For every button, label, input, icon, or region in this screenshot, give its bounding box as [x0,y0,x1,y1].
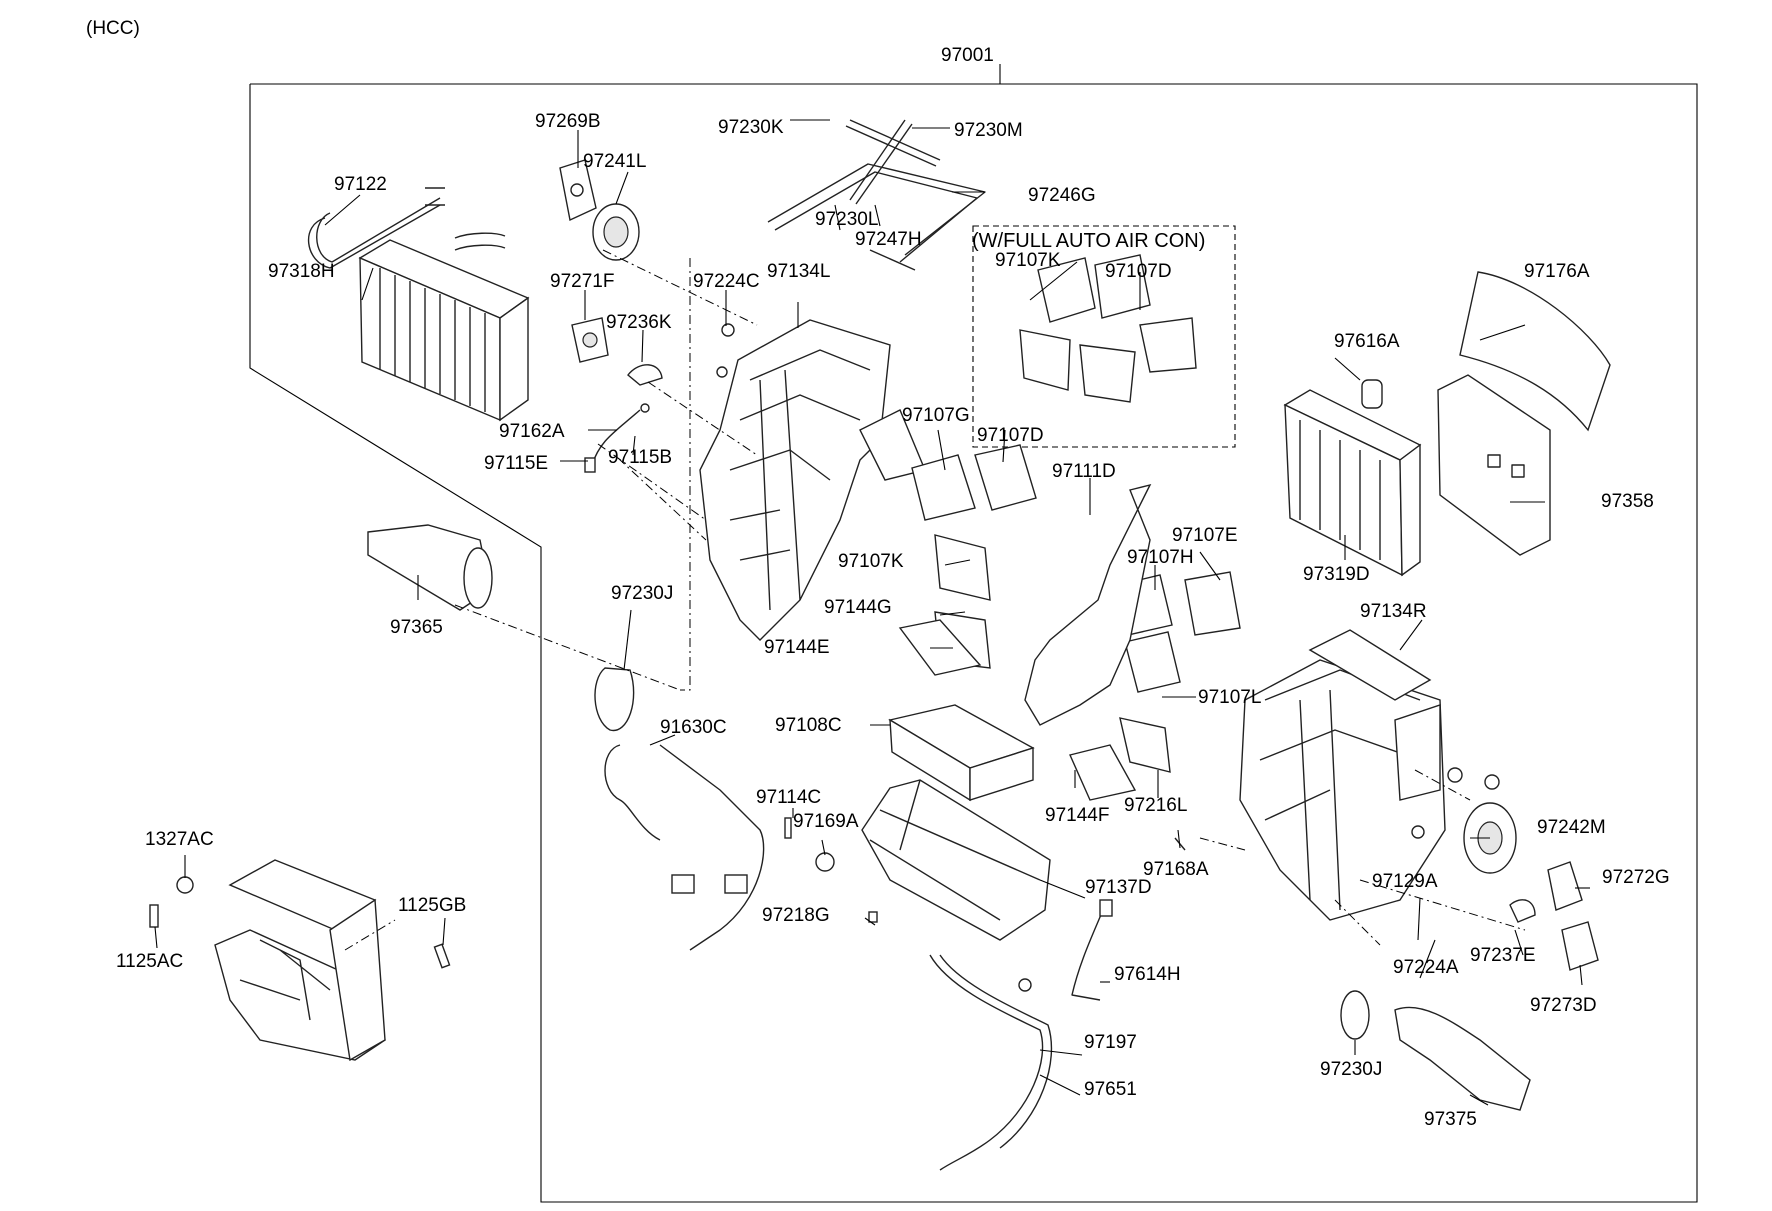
model-code-label: (HCC) [86,18,140,39]
drain-hose [929,954,1053,1171]
part-number-label: 97247H [855,229,922,250]
part-number-label: 97365 [390,617,443,638]
part-number-label: 97269B [535,111,601,132]
expansion-gasket [1361,379,1383,409]
part-number-label: 97242M [1537,817,1606,838]
part-number-label: 97614H [1114,964,1181,985]
heater-core [358,232,530,422]
part-number-label: 97241L [583,151,647,172]
part-number-label: 97236K [606,312,672,333]
part-number-label: 97272G [1602,867,1670,888]
part-number-label: 97176A [1524,261,1590,282]
part-number-label: 97107D [1105,261,1172,282]
part-number-label: 97375 [1424,1109,1477,1130]
actuator-lever [627,364,663,386]
part-number-label: 97111D [1052,461,1116,482]
part-number-label: 97107G [902,405,970,426]
part-number-label: 97271F [550,271,615,292]
part-number-label: 97230J [611,583,674,604]
part-number-label: 97230M [954,120,1023,141]
option-note-label: (W/FULL AUTO AIR CON) [972,230,1206,252]
part-number-label: 97134R [1360,601,1427,622]
part-number-label: 97246G [1028,185,1096,206]
part-number-label: 97318H [268,261,335,282]
part-number-label: 91630C [660,717,727,738]
actuator [559,159,597,222]
case-partition [1024,483,1152,726]
part-number-label: 97358 [1601,491,1654,512]
part-number-label: 97001 [941,45,994,66]
part-number-label: 1125GB [398,895,467,916]
part-number-label: 97107L [1198,687,1262,708]
side-panel [1437,374,1551,556]
part-number-label: 97115E [484,453,549,474]
actuator-2 [571,317,609,363]
part-number-label: 97273D [1530,995,1597,1016]
part-number-label: 97224C [693,271,760,292]
part-number-label: 97134L [767,261,831,282]
part-number-label: 97144F [1045,805,1110,826]
part-number-label: 97144E [764,637,830,658]
part-number-label: 97144G [824,597,892,618]
motor-gear [592,203,640,261]
part-number-label: 97651 [1084,1079,1137,1100]
part-number-label: 1327AC [145,829,214,850]
part-number-label: 97169A [793,811,859,832]
callout-leaders [154,119,1590,1106]
wiring-harness [604,744,765,951]
connection-lines [344,249,1526,951]
part-number-label: 97218G [762,905,830,926]
assembly-frame [249,64,1698,1203]
right-case [1239,629,1446,921]
part-number-label: 97115B [608,447,673,468]
part-number-label: 97107K [838,551,904,572]
left-case [699,319,926,641]
lower-case [861,779,1051,941]
part-number-label: 97168A [1143,859,1209,880]
seal-ring [594,667,635,732]
part-number-label: 97107D [977,425,1044,446]
part-number-label: 97114C [756,787,822,808]
cover-panel [1459,271,1611,432]
part-number-label: 97137D [1085,877,1152,898]
part-number-label: 1125AC [116,951,184,972]
part-number-label: 97107E [1172,525,1238,546]
part-number-label: 97319D [1303,564,1370,585]
part-number-label: 97616A [1334,331,1400,352]
part-number-label: 97107H [1127,547,1194,568]
seal-frame [767,119,986,271]
part-number-label: 97237E [1470,945,1536,966]
part-number-label: 97122 [334,174,387,195]
part-number-label: 97197 [1084,1032,1137,1053]
temperature-sensor [1071,899,1113,1001]
part-number-label: 97107K [995,250,1061,271]
part-number-label: 97230K [718,117,784,138]
part-number-label: 97108C [775,715,842,736]
intake-duct [367,524,493,611]
complete-assembly-view [149,859,451,1062]
part-number-label: 97224A [1393,957,1459,978]
part-number-label: 97216L [1124,795,1188,816]
evaporator [1283,389,1422,577]
filter-box [888,704,1035,802]
heater-pipe [308,187,445,269]
part-number-label: 97230L [815,209,879,230]
part-number-label: 97129A [1372,871,1438,892]
part-number-label: 97230J [1320,1059,1383,1080]
sensor-wire [584,403,650,473]
air-duct [1340,990,1531,1111]
part-number-label: 97162A [499,421,565,442]
actuator-3 [1509,861,1599,971]
